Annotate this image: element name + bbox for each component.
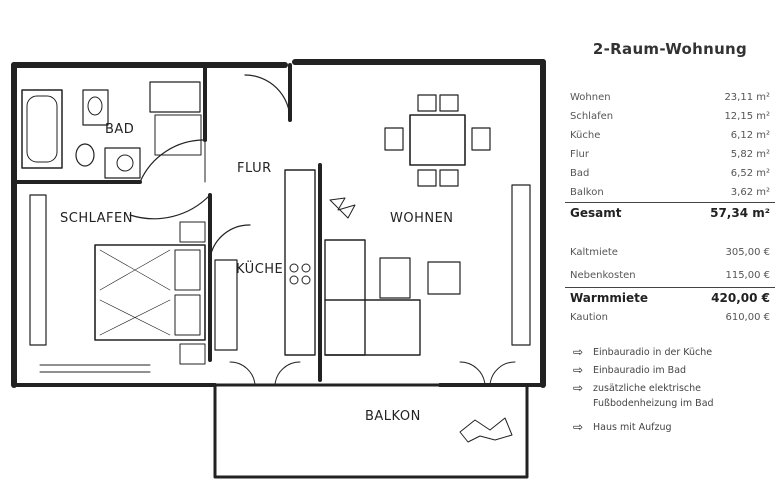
feature-item: ⇨ zusätzliche elektrische Fußbodenheizung… <box>573 381 775 411</box>
arrow-right-icon: ⇨ <box>573 420 584 434</box>
area-label: Küche <box>570 130 601 141</box>
room-label-wohnen: WOHNEN <box>390 211 454 226</box>
apartment-info: 2-Raum-Wohnung Wohnen 23,11 m² Schlafen 12… <box>565 40 775 438</box>
total-value: 57,34 m² <box>710 206 770 220</box>
warm-label: Warmmiete <box>570 291 648 305</box>
room-label-schlafen: SCHLAFEN <box>60 211 133 226</box>
area-value: 6,12 m² <box>730 130 770 141</box>
warm-value: 420,00 € <box>711 291 770 305</box>
area-value: 23,11 m² <box>724 92 770 103</box>
deposit-label: Kaution <box>570 312 609 323</box>
total-label: Gesamt <box>570 206 622 220</box>
area-row: Küche 6,12 m² <box>565 126 775 145</box>
room-label-kueche: KÜCHE <box>236 260 283 277</box>
area-value: 5,82 m² <box>730 149 770 160</box>
area-label: Balkon <box>570 187 604 198</box>
apartment-title: 2-Raum-Wohnung <box>592 40 748 58</box>
feature-text: Einbauradio in der Küche <box>593 347 713 358</box>
deposit-value: 610,00 € <box>725 312 770 323</box>
area-value: 12,15 m² <box>724 111 770 122</box>
area-row: Bad 6,52 m² <box>565 164 775 183</box>
feature-text: zusätzliche elektrische Fußbodenheizung … <box>593 383 714 409</box>
area-row: Schlafen 12,15 m² <box>565 107 775 126</box>
rent-label: Kaltmiete <box>570 247 618 258</box>
area-row: Balkon 3,62 m² <box>565 183 775 202</box>
room-label-balkon: BALKON <box>365 409 421 424</box>
feature-list: ⇨ Einbauradio in der Küche ⇨ Einbauradio i… <box>565 345 775 435</box>
feature-item: ⇨ Haus mit Aufzug <box>573 420 775 435</box>
area-label: Wohnen <box>570 92 611 103</box>
area-value: 3,62 m² <box>730 187 770 198</box>
area-label: Schlafen <box>570 111 614 122</box>
area-label: Bad <box>570 168 590 179</box>
arrow-right-icon: ⇨ <box>573 381 584 395</box>
floor-plan: BAD FLUR SCHLAFEN WOHNEN KÜCHE BALKON <box>11 59 546 479</box>
area-value: 6,52 m² <box>730 168 770 179</box>
rent-value: 115,00 € <box>725 270 770 281</box>
room-label-bad: BAD <box>105 122 134 137</box>
deposit-row: Kaution 610,00 € <box>565 308 775 327</box>
area-label: Flur <box>570 149 589 160</box>
rent-label: Nebenkosten <box>570 270 636 281</box>
arrow-right-icon: ⇨ <box>573 345 584 359</box>
area-row: Wohnen 23,11 m² <box>565 88 775 107</box>
rent-value: 305,00 € <box>725 247 770 258</box>
arrow-right-icon: ⇨ <box>573 363 584 377</box>
feature-item: ⇨ Einbauradio im Bad <box>573 363 775 378</box>
feature-text: Einbauradio im Bad <box>593 365 687 376</box>
warm-rent-row: Warmmiete 420,00 € <box>565 287 775 308</box>
feature-item: ⇨ Einbauradio in der Küche <box>573 345 775 360</box>
feature-text: Haus mit Aufzug <box>593 422 672 433</box>
area-total-row: Gesamt 57,34 m² <box>565 202 775 223</box>
room-label-flur: FLUR <box>237 161 272 176</box>
rent-row: Kaltmiete 305,00 € <box>565 241 775 264</box>
rent-row: Nebenkosten 115,00 € <box>565 264 775 287</box>
area-row: Flur 5,82 m² <box>565 145 775 164</box>
